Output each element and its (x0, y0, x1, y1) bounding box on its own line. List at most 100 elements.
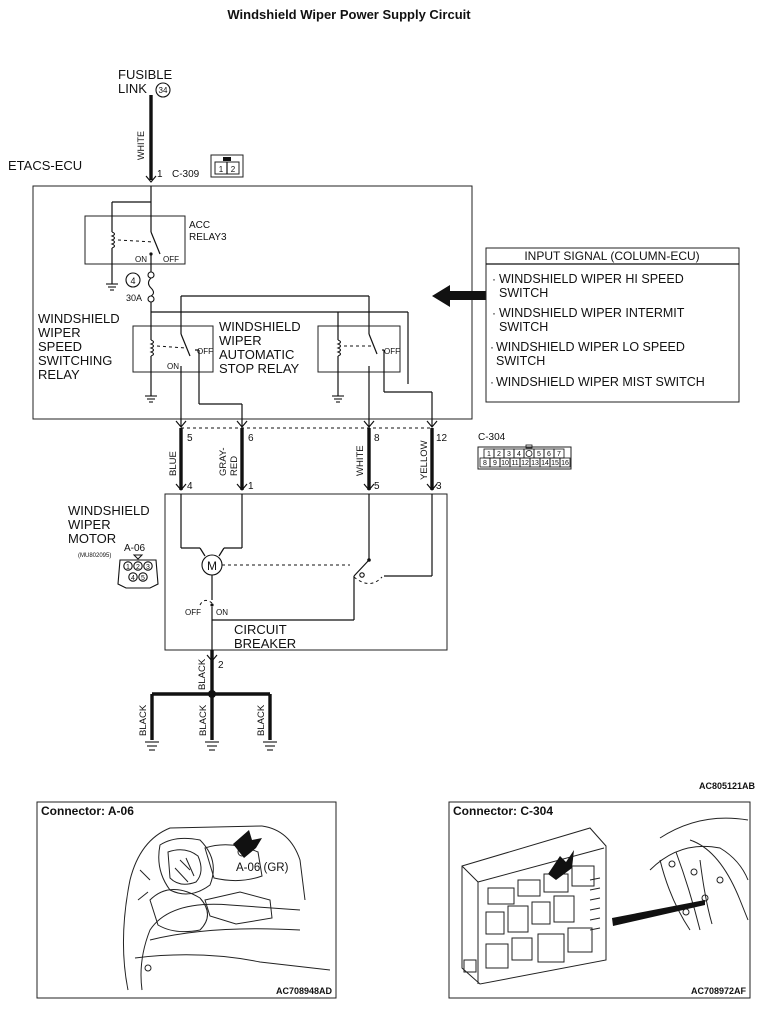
svg-text:5: 5 (141, 575, 145, 582)
speed-relay-line-5: RELAY (38, 367, 80, 382)
ecu-pin-6: 6 (248, 433, 254, 444)
svg-text:·: · (490, 340, 494, 354)
motor-symbol: M (207, 559, 217, 573)
svg-text:·: · (490, 375, 494, 389)
panel-a06-title: Connector: A-06 (41, 804, 134, 818)
motor-pin-4: 4 (187, 481, 193, 492)
etacs-connector-label: C-309 (172, 169, 200, 180)
c304-pin-12: 12 (521, 460, 529, 467)
wire-label-white-top: WHITE (136, 131, 146, 160)
svg-text:1: 1 (126, 564, 130, 571)
input-signal-item-1-line2: SWITCH (499, 286, 548, 300)
speed-relay-line-4: SWITCHING (38, 353, 112, 368)
motor-internal: M OFF ON CIRCUIT BREAKER (180, 494, 433, 651)
automatic-stop-relay: OFF WINDSHIELD WIPER AUTOMATIC STOP RELA… (219, 312, 433, 426)
speed-relay-off: OFF (197, 347, 213, 356)
motor-pin-5: 5 (374, 481, 380, 492)
panel-a06-callout: A-06 (GR) (236, 862, 289, 874)
panel-c304-code: AC708972AF (691, 986, 747, 996)
motor-label-line-1: WINDSHIELD (68, 503, 150, 518)
input-signal-arrow (432, 285, 486, 307)
wire-label-black-left: BLACK (138, 704, 149, 736)
c304-pin-7: 7 (557, 451, 561, 458)
motor-connector-label: A-06 (124, 543, 146, 554)
etacs-ecu-box (32, 185, 473, 420)
etacs-pin-1: 1 (157, 169, 163, 180)
c304-pin-11: 11 (511, 460, 518, 467)
ecu-pin-12: 12 (436, 433, 448, 444)
connector-c309-icon: 1 2 (210, 154, 244, 178)
ecu-output-pins: 5 6 8 12 (175, 420, 448, 444)
ecu-pin-8: 8 (374, 433, 380, 444)
auto-stop-relay-line-4: STOP RELAY (219, 361, 300, 376)
connector-c304-panel: Connector: C-304 AC708972AF (448, 801, 751, 999)
c304-label: C-304 (478, 432, 506, 443)
wire-label-yellow: YELLOW (419, 440, 430, 480)
svg-text:·: · (492, 272, 496, 286)
wire-label-blue: BLUE (168, 451, 179, 476)
speed-relay-on: ON (167, 362, 179, 371)
connector-a06-icon: 1 2 3 4 5 (117, 554, 159, 589)
connector-a06-panel: Connector: A-06 AC708948AD A-06 (GR) (36, 801, 337, 999)
speed-relay-line-2: WIPER (38, 325, 81, 340)
wire-label-black-right: BLACK (256, 704, 267, 736)
acc-relay: ON OFF ACC RELAY3 (84, 186, 227, 291)
c304-pin-16: 16 (561, 460, 569, 467)
wire-label-white: WHITE (355, 445, 366, 476)
motor-pin-1: 1 (248, 481, 254, 492)
motor-pin-3: 3 (436, 481, 442, 492)
breaker-on: ON (216, 608, 228, 617)
fuse-rating: 30A (126, 293, 142, 303)
acc-relay-off: OFF (163, 255, 179, 264)
c304-pin-10: 10 (501, 460, 509, 467)
c304-pin-4: 4 (517, 451, 521, 458)
etacs-ecu-label: ETACS-ECU (8, 158, 82, 173)
diagram-title: Windshield Wiper Power Supply Circuit (227, 7, 471, 22)
auto-stop-relay-line-2: WIPER (219, 333, 262, 348)
acc-relay-label-2: RELAY3 (189, 232, 227, 243)
wire-label-gray-red-1: GRAY- (218, 447, 229, 476)
svg-text:3: 3 (146, 564, 150, 571)
wire-label-gray-red-2: RED (229, 456, 240, 476)
fusible-link: FUSIBLE LINK 34 (118, 67, 173, 98)
wire-label-black-mid: BLACK (198, 704, 209, 736)
input-signal-item-3-line1: WINDSHIELD WIPER LO SPEED (496, 340, 685, 354)
auto-stop-relay-line-1: WINDSHIELD (219, 319, 301, 334)
c304-pin-9: 9 (493, 460, 497, 467)
ecu-pin-5: 5 (187, 433, 193, 444)
input-signal-item-2-line1: WINDSHIELD WIPER INTERMIT (499, 306, 685, 320)
wire-label-black-main: BLACK (197, 658, 208, 690)
c304-pin-3: 3 (507, 451, 511, 458)
motor-pin-2: 2 (218, 660, 224, 671)
c304-pin-13: 13 (531, 460, 539, 467)
diagram-code: AC805121AB (699, 781, 756, 791)
fuse-number: 4 (130, 276, 135, 286)
acc-relay-on: ON (135, 255, 147, 264)
junction-block-illustration (461, 817, 749, 985)
c304-pin-2: 2 (497, 451, 501, 458)
c304-key (525, 450, 533, 457)
breaker-off: OFF (185, 608, 201, 617)
acc-relay-label-1: ACC (189, 220, 210, 231)
c304-pin-8: 8 (483, 460, 487, 467)
svg-text:·: · (492, 306, 496, 320)
fusible-link-line1: FUSIBLE (118, 67, 173, 82)
fusible-link-line2: LINK (118, 81, 147, 96)
ground-wiring: 2 BLACK BLACK BLACK BLACK (138, 650, 277, 751)
input-signal-item-3-line2: SWITCH (496, 354, 545, 368)
c304-pin-1: 1 (487, 451, 491, 458)
svg-text:4: 4 (131, 575, 135, 582)
speed-relay-line-1: WINDSHIELD (38, 311, 120, 326)
input-signal-item-1-line1: WINDSHIELD WIPER HI SPEED (499, 272, 684, 286)
panel-c304-title: Connector: C-304 (453, 804, 553, 818)
svg-text:2: 2 (136, 564, 140, 571)
speed-switching-relay: ON OFF WINDSHIELD WIPER SPEED SWITCHING … (38, 311, 243, 426)
speed-relay-line-3: SPEED (38, 339, 82, 354)
svg-text:1: 1 (219, 165, 224, 174)
auto-stop-relay-line-3: AUTOMATIC (219, 347, 294, 362)
auto-stop-relay-off: OFF (384, 347, 400, 356)
fuse-30a: 4 30A (125, 271, 155, 312)
fusible-link-number: 34 (159, 86, 168, 95)
c304-pin-5: 5 (537, 451, 541, 458)
